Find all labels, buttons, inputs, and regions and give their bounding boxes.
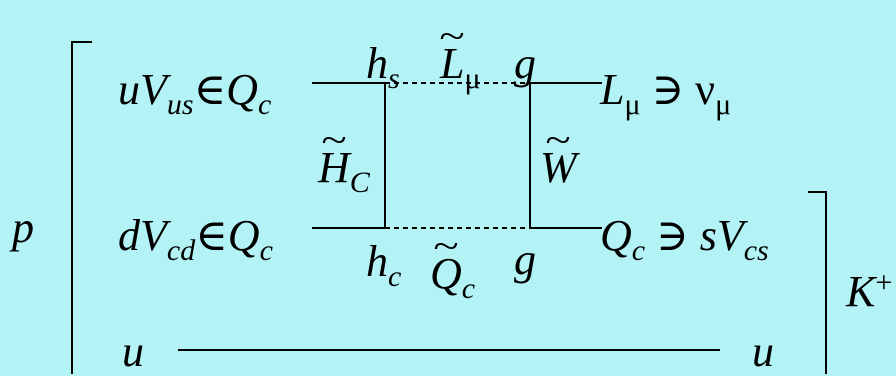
mid-right-Q-sub: c [631, 234, 646, 267]
higgsino-label: HC [318, 146, 370, 198]
hc-sub: c [388, 260, 402, 293]
proton-label: p [12, 203, 34, 252]
bottom-g-label: g [514, 235, 536, 284]
top-right-L: L [600, 65, 625, 114]
hs-sub: s [388, 62, 400, 95]
top-left-u: u [118, 65, 140, 114]
top-right-term: Lμ ∋ νμ [600, 65, 731, 120]
top-left-Q: Q [226, 65, 258, 114]
mid-right-V: V [716, 211, 744, 260]
top-right-nu-sub: μ [715, 88, 732, 121]
squark-label: Qc [430, 252, 475, 304]
kaon-sup: + [875, 266, 893, 299]
top-g-label: g [514, 39, 536, 88]
higgsino-sub: C [349, 166, 370, 199]
hs-h: h [366, 39, 388, 88]
mid-right-term: Qc ∋ sVcs [600, 211, 769, 266]
top-right-L-sub: μ [624, 88, 641, 121]
top-left-Q-sub: c [257, 88, 272, 121]
mid-right-Q: Q [600, 211, 632, 260]
top-left-term: uVus∈Qc [118, 65, 271, 120]
higgsino-H: H [318, 146, 350, 190]
mid-left-term: dVcd∈Qc [118, 211, 273, 266]
mid-left-d: d [118, 211, 140, 260]
top-left-elem: ∈ [193, 65, 227, 114]
top-right-ni: ∋ [651, 65, 685, 114]
squark-sub: c [461, 272, 476, 305]
hs-label: hs [366, 39, 400, 94]
slepton-sub: μ [464, 62, 481, 95]
top-left-sub: us [166, 88, 194, 121]
mid-left-Q-sub: c [259, 234, 273, 267]
mid-right-sub: cs [743, 234, 769, 267]
hc-h: h [366, 237, 388, 286]
proton-bracket [71, 41, 92, 374]
slepton-label: Lμ [440, 42, 481, 94]
spectator-right-u: u [752, 327, 774, 376]
mid-left-elem: ∈ [195, 211, 228, 260]
top-left-V: V [140, 65, 167, 114]
wino-W: W [540, 146, 577, 190]
mid-left-Q: Q [227, 211, 260, 260]
spectator-left-u: u [122, 327, 144, 376]
hc-label: hc [366, 237, 401, 292]
kaon-label: K+ [846, 267, 892, 316]
slepton-L: L [440, 42, 464, 86]
kaon-K: K [846, 267, 876, 316]
kaon-bracket [808, 191, 827, 374]
mid-left-sub: cd [166, 234, 196, 267]
wino-label: W [540, 146, 577, 190]
top-right-nu: ν [695, 65, 716, 114]
mid-right-s: s [699, 211, 717, 260]
mid-right-ni: ∋ [656, 211, 689, 260]
squark-Q: Q [430, 252, 462, 296]
mid-left-V: V [140, 211, 167, 260]
